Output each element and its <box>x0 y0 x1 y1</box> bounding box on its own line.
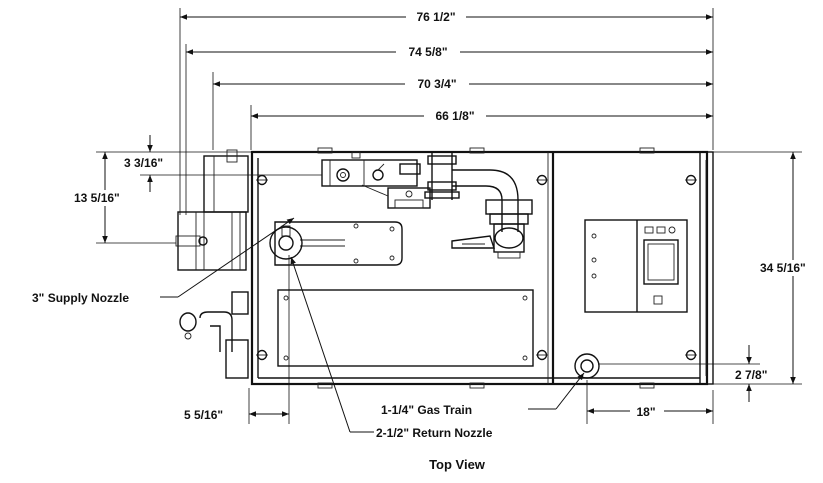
dimension-13-5-16: 13 5/16" <box>64 151 176 244</box>
dim-label-76-1-2: 76 1/2" <box>416 10 455 24</box>
supply-nozzle-label: 3" Supply Nozzle <box>32 291 129 305</box>
access-panel <box>277 289 534 367</box>
dim-label-74-5-8: 74 5/8" <box>408 45 447 59</box>
gas-inlet-fitting <box>574 353 600 379</box>
boiler-body <box>250 147 714 389</box>
dimension-2-7-8: 2 7/8" <box>598 345 767 402</box>
dimension-18: 18" <box>586 380 714 424</box>
dim-label-70-3-4: 70 3/4" <box>417 77 456 91</box>
gas-train-label: 1-1/4" Gas Train <box>381 403 472 417</box>
dim-label-13-5-16: 13 5/16" <box>74 191 120 205</box>
dimension-66-1-8: 66 1/8" <box>250 105 713 150</box>
dimension-34-5-16: 34 5/16" <box>713 151 822 385</box>
dimension-70-3-4: 70 3/4" <box>212 72 713 150</box>
dimension-76-1-2: 76 1/2" <box>179 8 714 215</box>
dim-label-3-3-16: 3 3/16" <box>124 156 163 170</box>
gas-train-bracket <box>451 235 495 249</box>
dimension-3-3-16: 3 3/16" <box>124 135 322 192</box>
callout-supply-nozzle: 3" Supply Nozzle <box>32 217 295 305</box>
supply-manifold <box>321 151 431 209</box>
relief-valve-piping <box>179 291 249 379</box>
return-nozzle-label: 2-1/2" Return Nozzle <box>376 426 493 440</box>
dim-label-34-5-16: 34 5/16" <box>760 261 806 275</box>
flue-collar <box>175 149 249 271</box>
dim-label-5-5-16: 5 5/16" <box>184 408 223 422</box>
callout-gas-train: 1-1/4" Gas Train <box>381 372 585 417</box>
callout-return-nozzle: 2-1/2" Return Nozzle <box>290 256 493 440</box>
dim-label-66-1-8: 66 1/8" <box>435 109 474 123</box>
dimension-74-5-8: 74 5/8" <box>185 43 713 215</box>
gas-pipe-elbow <box>424 152 533 259</box>
dim-label-18: 18" <box>636 405 655 419</box>
burner-plate <box>269 221 403 266</box>
corner-bolts <box>256 174 697 361</box>
dim-label-2-7-8: 2 7/8" <box>735 368 767 382</box>
dimension-5-5-16: 5 5/16" <box>184 255 290 424</box>
control-panel <box>584 219 688 313</box>
view-title: Top View <box>429 457 486 472</box>
